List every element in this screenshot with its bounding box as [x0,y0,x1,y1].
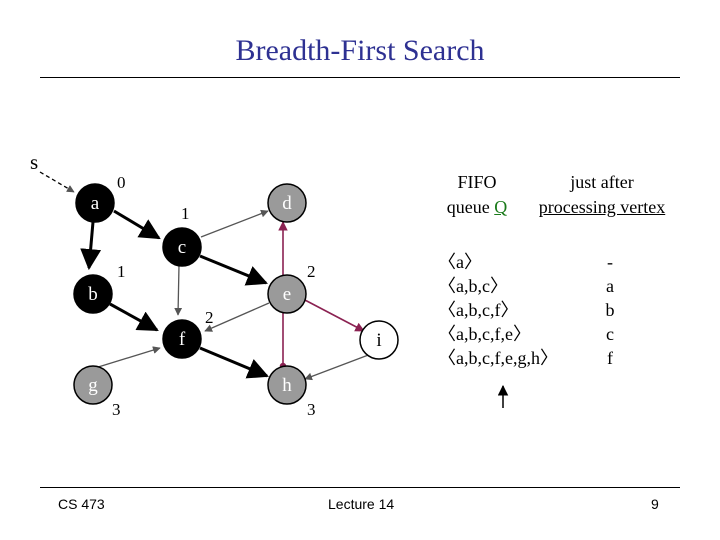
title-divider [40,77,680,78]
edge-e-f [204,302,270,332]
processed-vertex-row: b [605,300,615,320]
queue-state-row: 〈a〉 [438,252,482,272]
distance-b: 1 [117,262,126,281]
processed-vertex-row: - [607,252,613,272]
edge-a-b [80,221,102,271]
vertex-e [267,274,307,314]
vertices: a b c d e f g h i [73,183,399,405]
queue-header-line2: queue Q [432,195,522,220]
distance-labels: 0 1 1 2 2 3 3 [112,173,316,419]
vertex-g-label: g [88,375,98,396]
queue-state-row: 〈a,b,c,f,e〉 [438,324,531,344]
footer-page-number: 9 [651,496,659,512]
processed-vertex-row: c [606,324,614,344]
distance-e: 2 [307,262,316,281]
processed-vertex-list: - a b c f [598,250,622,370]
vertex-a-label: a [91,193,100,214]
footer-divider [40,487,680,488]
vertex-i [359,320,399,360]
processed-header: just after processing vertex [527,170,677,220]
queue-header-line1: FIFO [457,172,497,192]
vertex-b-label: b [88,284,98,305]
footer-lecture: Lecture 14 [328,496,395,512]
edge-c-f [174,264,183,316]
footer-course: CS 473 [58,496,105,512]
vertex-d-label: d [282,193,292,214]
vertex-c [162,227,202,267]
queue-header: FIFO queue Q [432,170,522,220]
source-label: s [30,150,38,174]
vertex-i-label: i [376,330,381,351]
processed-vertex-row: a [606,276,614,296]
edge-e-i [302,298,365,332]
processed-vertex-row: f [607,348,613,368]
edge-f-h [199,346,269,379]
slide-title: Breadth-First Search [235,34,485,67]
queue-state-row: 〈a,b,c,f〉 [438,300,519,320]
edges [80,209,372,381]
vertex-c-label: c [178,237,186,258]
vertex-g [73,365,113,405]
vertex-e-label: e [283,284,291,305]
vertex-f-label: f [179,329,186,350]
processed-header-line1: just after [570,172,634,192]
queue-state-row: 〈a,b,c,f,e,g,h〉 [438,348,558,368]
queue-state-list: 〈a〉 〈a,b,c〉 〈a,b,c,f〉 〈a,b,c,f,e〉 〈a,b,c… [438,250,558,370]
vertex-h [267,365,307,405]
vertex-a [75,183,115,223]
edge-b-f [109,302,159,332]
queue-symbol: Q [494,197,508,217]
distance-f: 2 [205,308,214,327]
edge-a-c [113,209,161,240]
vertex-f [162,319,202,359]
edge-i-h [304,353,372,381]
processed-header-line2: processing vertex [538,197,666,217]
edge-c-e [199,254,268,286]
vertex-b [73,274,113,314]
distance-h: 3 [307,400,316,419]
distance-a: 0 [117,173,126,192]
edge-g-f [94,346,161,369]
source-pointer-arrow [39,171,75,193]
queue-header-prefix: queue [446,197,495,217]
distance-g: 3 [112,400,121,419]
vertex-d [267,183,307,223]
queue-state-row: 〈a,b,c〉 [438,276,508,296]
vertex-h-label: h [282,375,292,396]
edge-c-d [200,209,269,238]
distance-c: 1 [181,204,190,223]
